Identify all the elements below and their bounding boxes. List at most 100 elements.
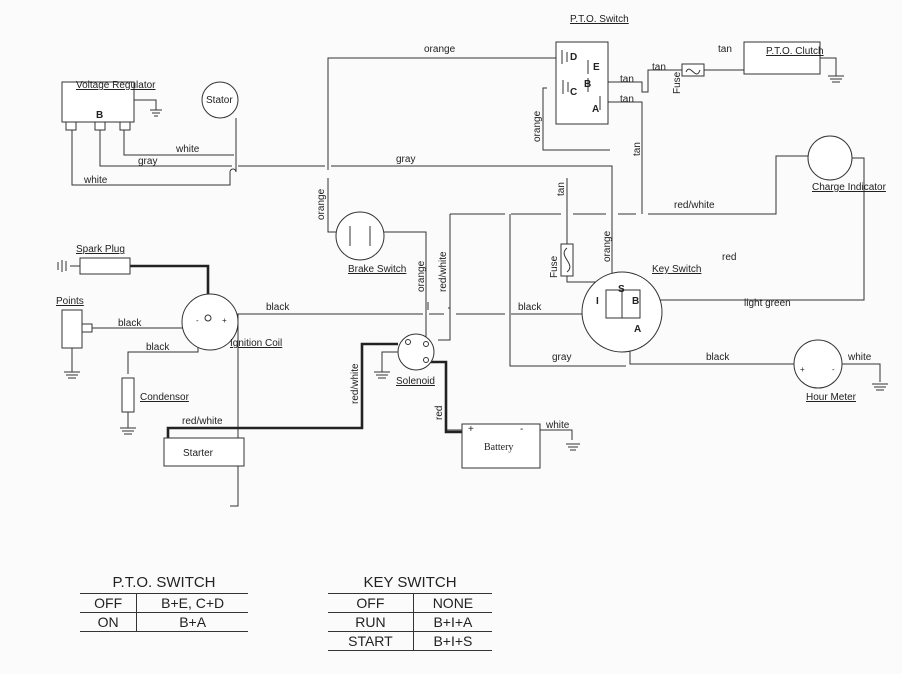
wire-gray-vr xyxy=(99,128,232,167)
condensor-label: Condensor xyxy=(140,392,190,403)
key-switch-label: Key Switch xyxy=(652,264,701,275)
battery-plus: + xyxy=(468,424,474,435)
condensor xyxy=(120,377,136,435)
ignition-coil xyxy=(181,293,239,351)
hour-meter-label: Hour Meter xyxy=(806,392,857,403)
pto-table-title: P.T.O. SWITCH xyxy=(80,574,248,594)
wire-red-white-solenoid xyxy=(438,308,451,341)
wire-tan-clutch xyxy=(704,62,745,71)
wire-clutch-ground xyxy=(820,57,837,76)
label-red-white-starter: red/white xyxy=(182,416,223,427)
pto-pin-c: C xyxy=(570,87,577,98)
label-tan-key: tan xyxy=(556,182,567,196)
pto-clutch-label: P.T.O. Clutch xyxy=(766,46,824,57)
label-white-vr: white xyxy=(83,175,108,186)
wire-white-hour xyxy=(840,363,881,382)
key-table-title: KEY SWITCH xyxy=(328,574,492,594)
wire-orange-brake xyxy=(327,178,338,233)
spark-plug-label: Spark Plug xyxy=(76,244,125,255)
label-tan-clutch: tan xyxy=(718,44,732,55)
key-row-1-contacts: B+I+A xyxy=(412,612,492,632)
charge-indicator-label: Charge Indicator xyxy=(812,182,887,193)
points-label: Points xyxy=(56,296,84,307)
wire-coil-down xyxy=(230,314,239,507)
label-tan-vertical: tan xyxy=(632,142,643,156)
pto-row-0-contacts: B+E, C+D xyxy=(136,593,248,613)
pto-pin-e: E xyxy=(593,62,600,73)
battery xyxy=(461,423,580,469)
brake-switch xyxy=(335,211,385,261)
fuse-pto-label: Fuse xyxy=(672,71,683,94)
coil-minus: - xyxy=(196,316,199,325)
pto-pin-b: B xyxy=(584,79,591,90)
hour-meter-plus: + xyxy=(800,365,805,374)
hour-meter xyxy=(793,339,888,391)
pto-row-0-state: OFF xyxy=(80,593,138,613)
label-red-white-vert: red/white xyxy=(438,251,449,292)
label-orange-brake: orange xyxy=(316,188,327,220)
brake-switch-label: Brake Switch xyxy=(348,264,406,275)
points xyxy=(61,309,93,379)
spark-plug xyxy=(57,257,131,275)
key-switch xyxy=(581,271,663,353)
ignition-coil-label: Ignition Coil xyxy=(230,338,282,349)
wire-red-battery-heavy xyxy=(430,360,462,434)
label-tan-fuse: tan xyxy=(652,62,666,73)
wire-white-battery xyxy=(540,429,573,440)
key-row-1-state: RUN xyxy=(328,612,414,632)
fuse-key xyxy=(560,243,574,277)
pto-switch-label: P.T.O. Switch xyxy=(570,14,629,25)
label-orange-solenoid: orange xyxy=(416,260,427,292)
wire-tan-pto-b xyxy=(608,69,682,93)
wire-white-stator xyxy=(123,128,228,156)
wire-orange-pto-c xyxy=(542,87,610,151)
label-black-coil: black xyxy=(266,302,290,313)
wire-white-vr xyxy=(71,118,237,186)
key-pin-s: S xyxy=(618,284,625,295)
wire-red-white-starter xyxy=(166,342,398,440)
label-orange-key: orange xyxy=(602,230,613,262)
label-white-hour: white xyxy=(847,352,872,363)
label-orange-pto-c: orange xyxy=(532,110,543,142)
key-row-2-state: START xyxy=(328,631,414,651)
label-gray-hour: gray xyxy=(552,352,571,363)
label-black-condensor: black xyxy=(146,342,170,353)
wire-light-green xyxy=(640,157,865,301)
battery-minus: - xyxy=(520,424,523,435)
voltage-regulator xyxy=(61,81,162,131)
label-black-key: black xyxy=(518,302,542,313)
wire-gray-main xyxy=(238,165,613,178)
key-row-2-contacts: B+I+S xyxy=(412,631,492,651)
key-pin-a: A xyxy=(634,324,641,335)
stator xyxy=(201,81,239,119)
key-row-0-contacts: NONE xyxy=(412,593,492,613)
voltage-regulator-label-1: Voltage Regulator xyxy=(76,80,156,91)
key-switch-table: KEY SWITCH OFF NONE RUN B+I+A START B+I+… xyxy=(328,574,492,651)
coil-plus: + xyxy=(222,316,227,325)
wire-tan-pto-a xyxy=(608,101,643,214)
wire-black-brake xyxy=(380,231,427,344)
pto-row-1-contacts: B+A xyxy=(136,612,248,632)
label-gray-main: gray xyxy=(396,154,415,165)
key-row-0-state: OFF xyxy=(328,593,414,613)
label-red-white-charge: red/white xyxy=(674,200,715,211)
key-pin-i: I xyxy=(596,296,599,307)
solenoid-label: Solenoid xyxy=(396,376,435,387)
label-white-battery: white xyxy=(545,420,570,431)
label-black-points: black xyxy=(118,318,142,329)
voltage-regulator-pin-b: B xyxy=(96,110,103,121)
label-white-stator: white xyxy=(175,144,200,155)
label-red: red xyxy=(722,252,736,263)
label-red-white-starter-vert: red/white xyxy=(350,363,361,404)
wire-gray-key xyxy=(509,214,626,367)
pto-switch xyxy=(555,41,609,125)
pto-pin-d: D xyxy=(570,52,577,63)
starter-label: Starter xyxy=(183,448,214,459)
wire-solenoid-ground xyxy=(381,351,398,372)
pto-clutch xyxy=(743,41,844,83)
key-pin-b: B xyxy=(632,296,639,307)
pto-pin-a: A xyxy=(592,104,599,115)
battery-label: Battery xyxy=(484,442,513,453)
